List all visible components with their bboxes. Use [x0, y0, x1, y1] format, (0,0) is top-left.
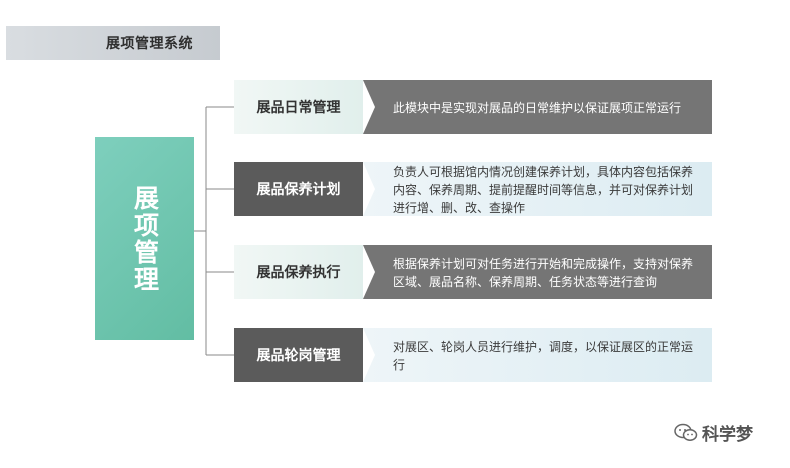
watermark: 科学梦 — [674, 420, 753, 445]
branch-node-maintenance-execution: 展品保养执行 — [234, 245, 375, 299]
branch-node-maintenance-plan: 展品保养计划 — [234, 162, 375, 216]
branch-description-rotation-management: 对展区、轮岗人员进行维护，调度，以保证展区的正常运行 — [363, 328, 712, 382]
wechat-icon — [674, 423, 698, 441]
branch-title: 展品轮岗管理 — [256, 348, 341, 364]
description-text: 根据保养计划可对任务进行开始和完成操作，支持对保养区域、展品名称、保养周期、任务… — [393, 257, 694, 289]
branch-node-daily-management: 展品日常管理 — [234, 80, 375, 134]
description-text: 对展区、轮岗人员进行维护，调度，以保证展区的正常运行 — [393, 340, 694, 372]
branch-node-rotation-management: 展品轮岗管理 — [234, 328, 375, 382]
description-text: 负责人可根据馆内情况创建保养计划，具体内容包括保养内容、保养周期、提前提醒时间等… — [393, 165, 694, 215]
page-title: 展项管理系统 — [6, 26, 220, 60]
description-text: 此模块中是实现对展品的日常维护以保证展项正常运行 — [393, 101, 682, 115]
branch-description-maintenance-plan: 负责人可根据馆内情况创建保养计划，具体内容包括保养内容、保养周期、提前提醒时间等… — [363, 162, 712, 216]
branch-description-maintenance-execution: 根据保养计划可对任务进行开始和完成操作，支持对保养区域、展品名称、保养周期、任务… — [363, 245, 712, 299]
branch-title: 展品保养执行 — [256, 265, 341, 281]
watermark-text: 科学梦 — [702, 425, 753, 445]
branch-description-daily-management: 此模块中是实现对展品的日常维护以保证展项正常运行 — [363, 80, 712, 134]
branch-title: 展品保养计划 — [256, 182, 341, 198]
root-label: 展项管理 — [130, 184, 160, 293]
branch-title: 展品日常管理 — [256, 100, 341, 116]
root-node: 展项管理 — [95, 137, 194, 340]
